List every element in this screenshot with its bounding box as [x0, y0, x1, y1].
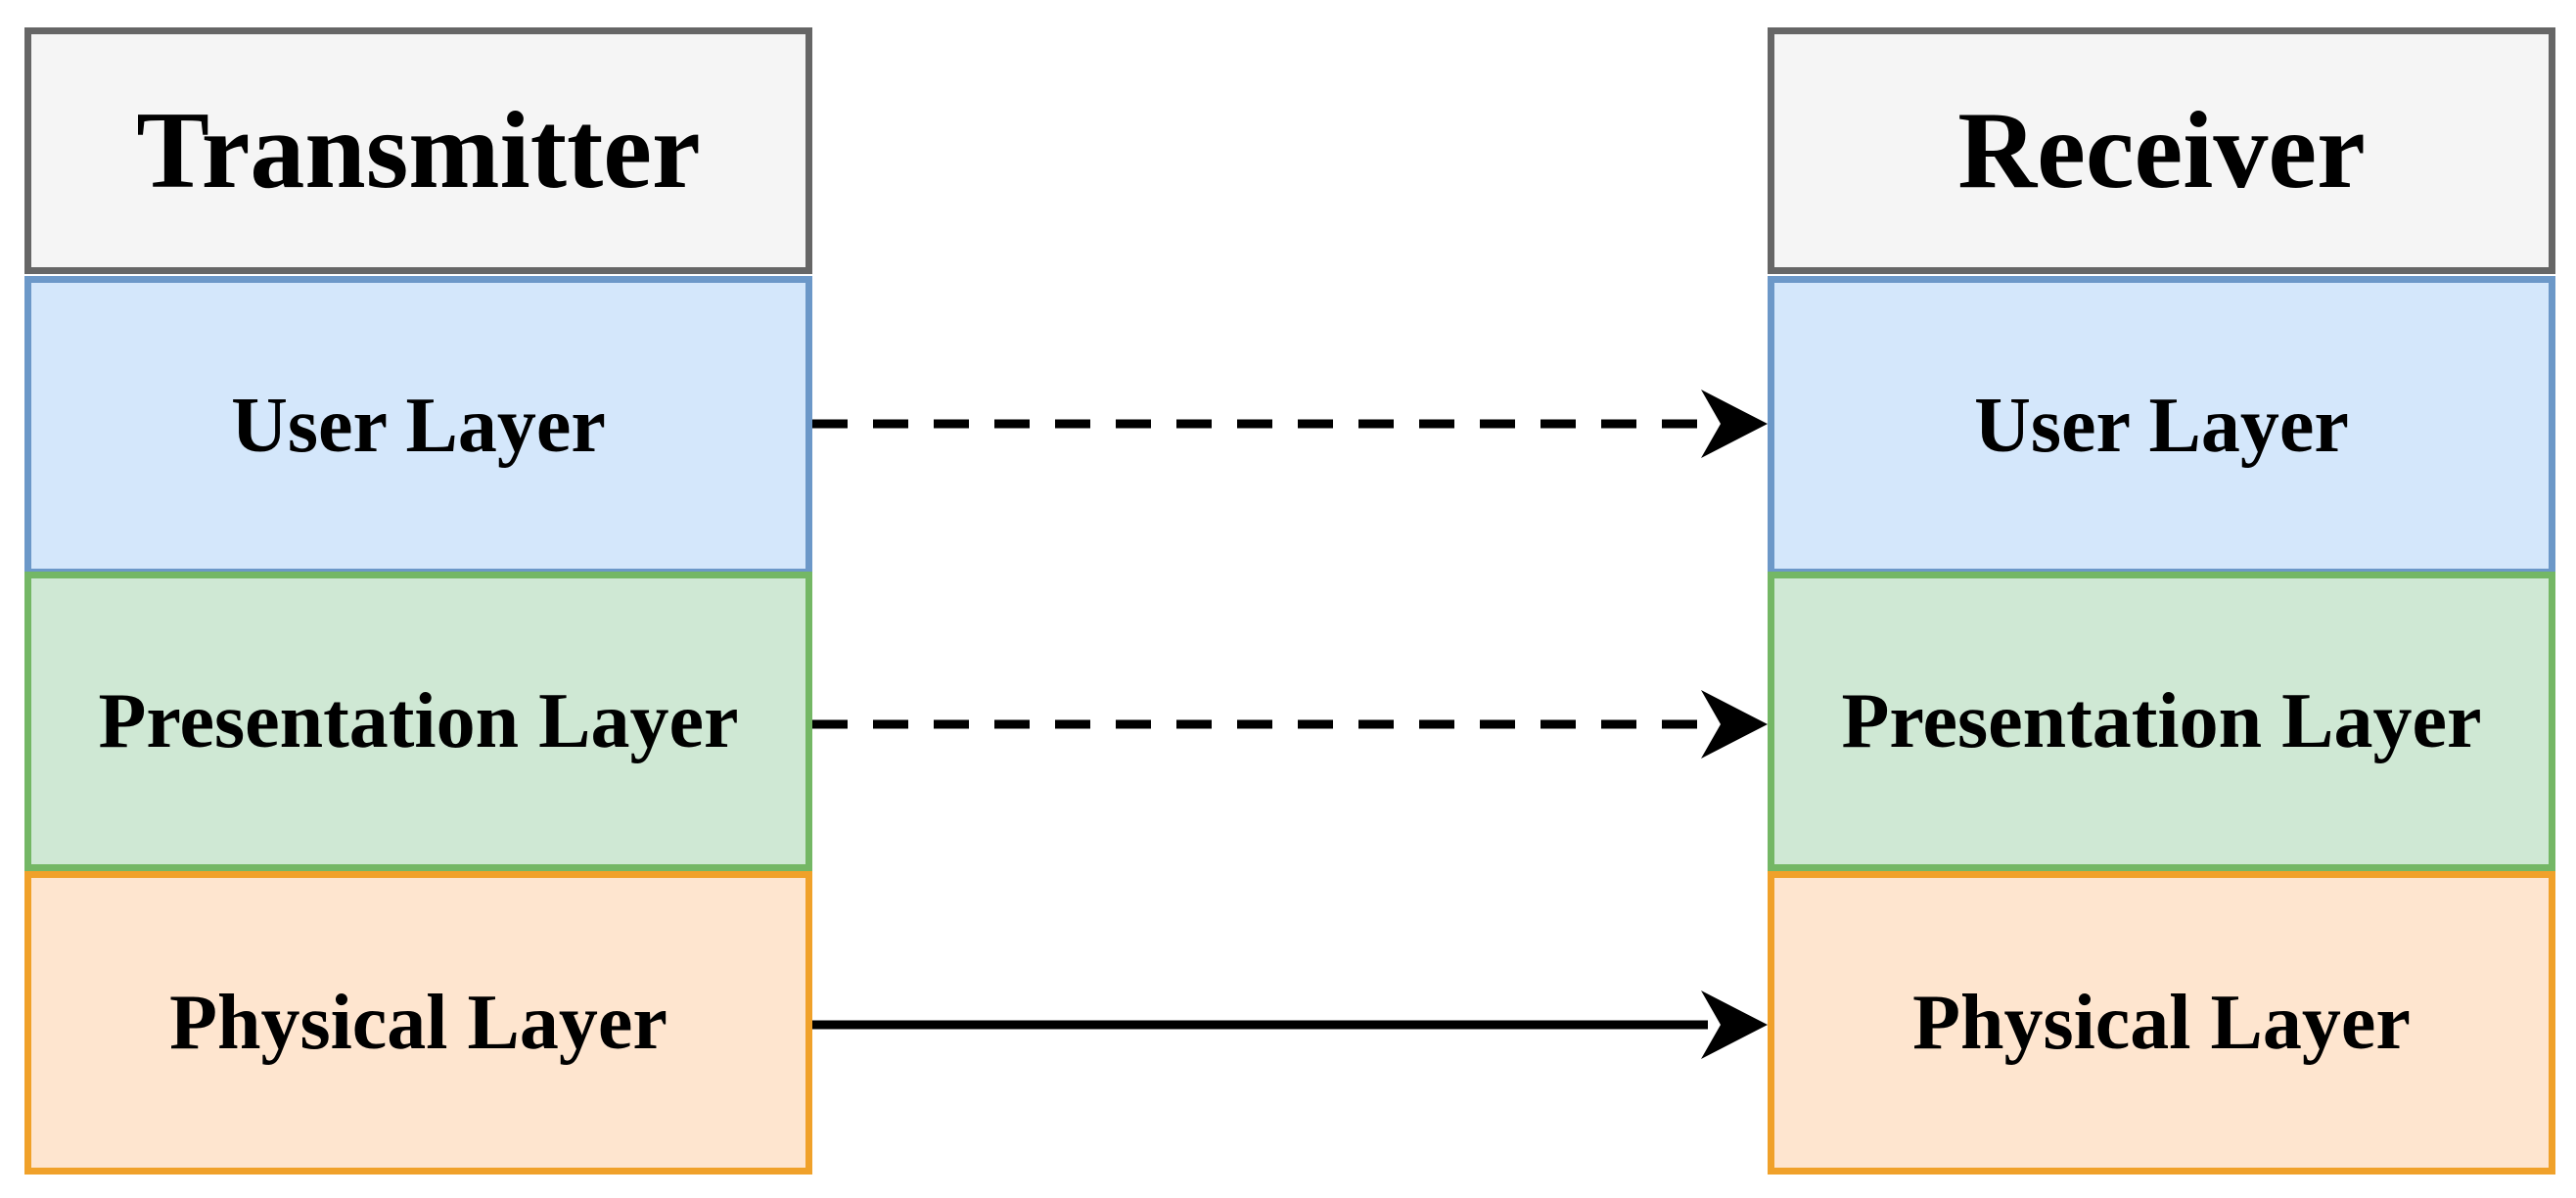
receiver-user-layer: User Layer	[1768, 276, 2555, 576]
presentation-layer-arrowhead-icon	[1701, 690, 1768, 759]
receiver-presentation-layer-label: Presentation Layer	[1841, 677, 2482, 764]
user-layer-arrow	[812, 390, 1768, 458]
receiver-title-box: Receiver	[1768, 27, 2555, 274]
transmitter-physical-layer-label: Physical Layer	[169, 979, 667, 1066]
presentation-layer-arrow	[812, 690, 1768, 759]
receiver-physical-layer: Physical Layer	[1768, 871, 2555, 1175]
user-layer-arrowhead-icon	[1701, 390, 1768, 458]
transmitter-physical-layer: Physical Layer	[24, 871, 812, 1175]
physical-layer-arrowhead-icon	[1701, 991, 1768, 1059]
transmitter-user-layer-label: User Layer	[231, 382, 606, 469]
receiver-presentation-layer: Presentation Layer	[1768, 572, 2555, 871]
receiver-physical-layer-label: Physical Layer	[1912, 979, 2411, 1066]
transmitter-title: Transmitter	[136, 89, 701, 211]
transmitter-user-layer: User Layer	[24, 276, 812, 576]
transmitter-title-box: Transmitter	[24, 27, 812, 274]
transmitter-presentation-layer-label: Presentation Layer	[98, 677, 739, 764]
receiver-user-layer-label: User Layer	[1974, 382, 2349, 469]
physical-layer-arrow	[812, 991, 1768, 1059]
transmitter-presentation-layer: Presentation Layer	[24, 572, 812, 871]
receiver-title: Receiver	[1957, 89, 2366, 211]
